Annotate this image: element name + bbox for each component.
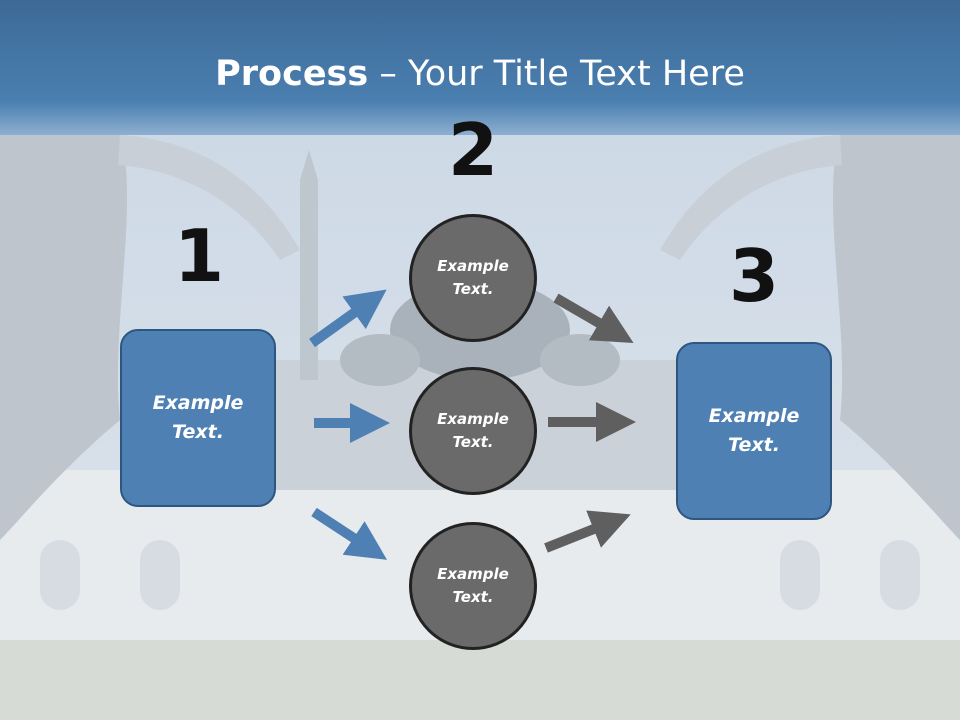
step-number-3: 3: [728, 234, 780, 318]
arrow-top-to-right: [553, 293, 634, 344]
title-band: [0, 0, 960, 135]
left-box: Example Text.: [120, 329, 276, 507]
step-number-2: 2: [447, 108, 499, 192]
right-box: Example Text.: [676, 342, 832, 520]
circle-top-text: Example Text.: [437, 257, 509, 298]
step-number-1: 1: [173, 214, 225, 298]
arrow-left-to-bottom: [311, 507, 388, 560]
arrow-bottom-to-right: [544, 510, 631, 553]
circle-top: Example Text.: [409, 214, 537, 342]
slide-title: Process – Your Title Text Here: [0, 52, 960, 96]
title-bold: Process: [215, 54, 369, 94]
title-rest: – Your Title Text Here: [368, 54, 745, 94]
right-box-text: Example Text.: [708, 405, 800, 456]
circle-bottom: Example Text.: [409, 522, 537, 650]
circle-bottom-text: Example Text.: [437, 565, 509, 606]
circle-middle-text: Example Text.: [437, 410, 509, 451]
arrow-left-to-top: [309, 289, 387, 348]
circle-middle: Example Text.: [409, 367, 537, 495]
left-box-text: Example Text.: [152, 392, 244, 443]
